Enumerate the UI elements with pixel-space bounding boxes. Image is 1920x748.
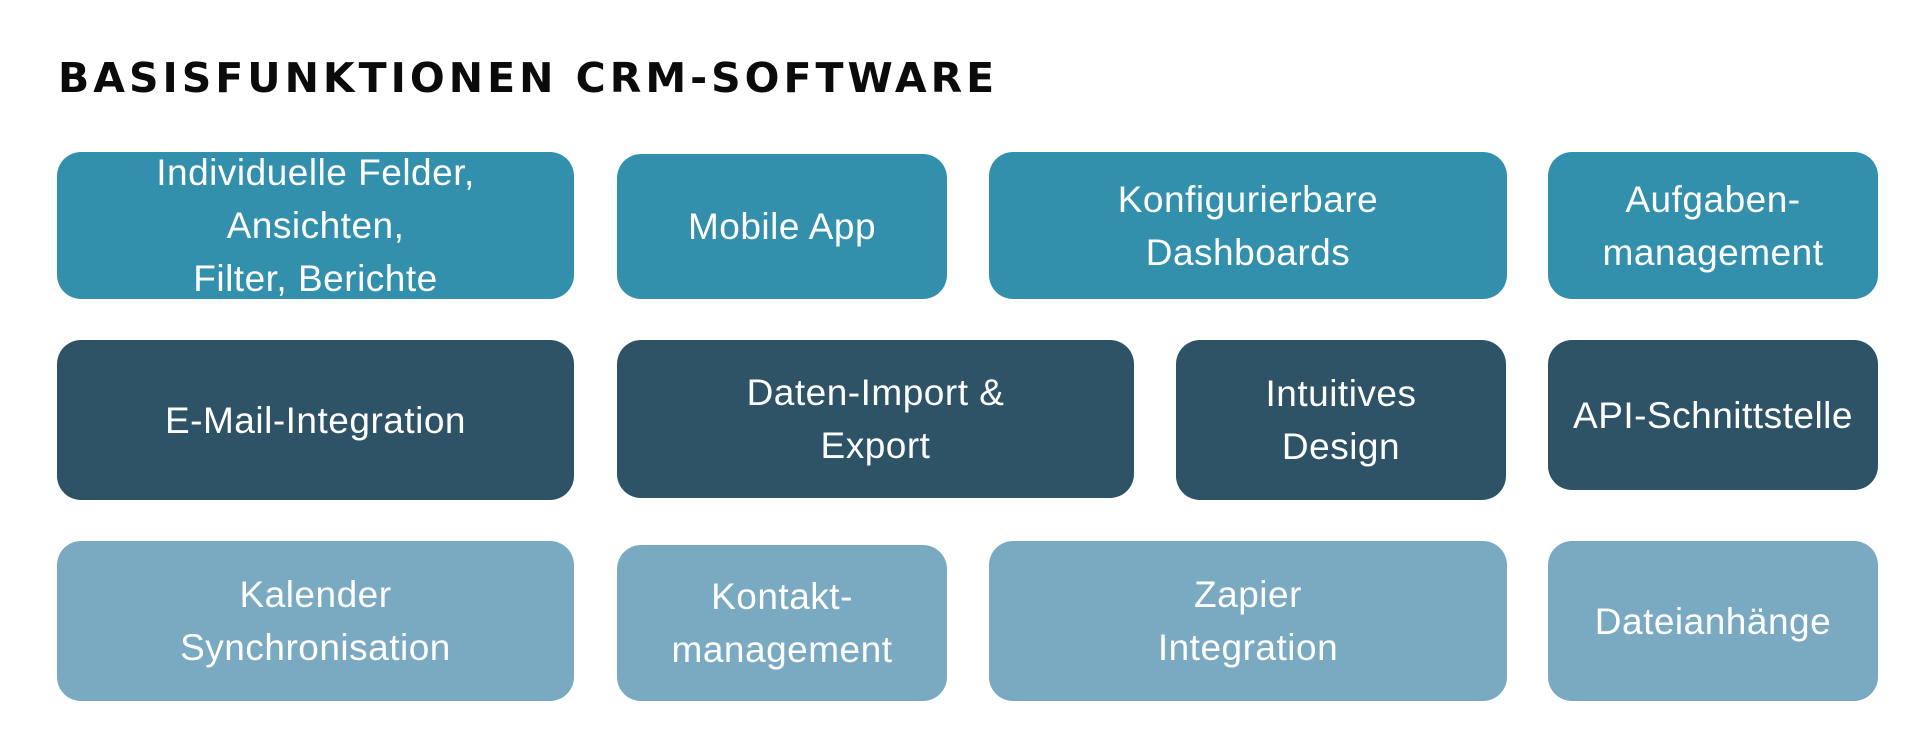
page-title: BASISFUNKTIONEN CRM-SOFTWARE [58,54,999,102]
feature-label: Individuelle Felder, Ansichten, Filter, … [156,152,475,299]
feature-label: Intuitives Design [1265,373,1417,467]
feature-label: Daten-Import & Export [746,372,1005,466]
feature-label: Dateianhänge [1594,600,1832,642]
feature-label: API-Schnittstelle [1573,394,1853,436]
feature-label: Kalender Synchronisation [180,574,451,668]
feature-label: Kontakt- management [671,576,893,670]
feature-tile-data-import-export: Daten-Import & Export [617,340,1134,498]
feature-label: Zapier Integration [1157,574,1339,668]
feature-tile-intuitive-design: Intuitives Design [1176,340,1506,500]
feature-tile-api-interface: API-Schnittstelle [1548,340,1878,490]
feature-label: E-Mail-Integration [164,399,466,441]
feature-tile-calendar-sync: Kalender Synchronisation [57,541,574,701]
feature-tile-contact-management: Kontakt- management [617,545,947,701]
feature-tile-individual-fields: Individuelle Felder, Ansichten, Filter, … [57,152,574,299]
feature-tile-zapier-integration: Zapier Integration [989,541,1507,701]
feature-tile-task-management: Aufgaben- management [1548,152,1878,299]
feature-label: Konfigurierbare Dashboards [1117,178,1379,273]
feature-tile-email-integration: E-Mail-Integration [57,340,574,500]
feature-label: Mobile App [687,206,877,247]
feature-tile-mobile-app: Mobile App [617,154,947,299]
feature-tile-dashboards: Konfigurierbare Dashboards [989,152,1507,299]
feature-tile-file-attachments: Dateianhänge [1548,541,1878,701]
feature-label: Aufgaben- management [1602,178,1824,273]
